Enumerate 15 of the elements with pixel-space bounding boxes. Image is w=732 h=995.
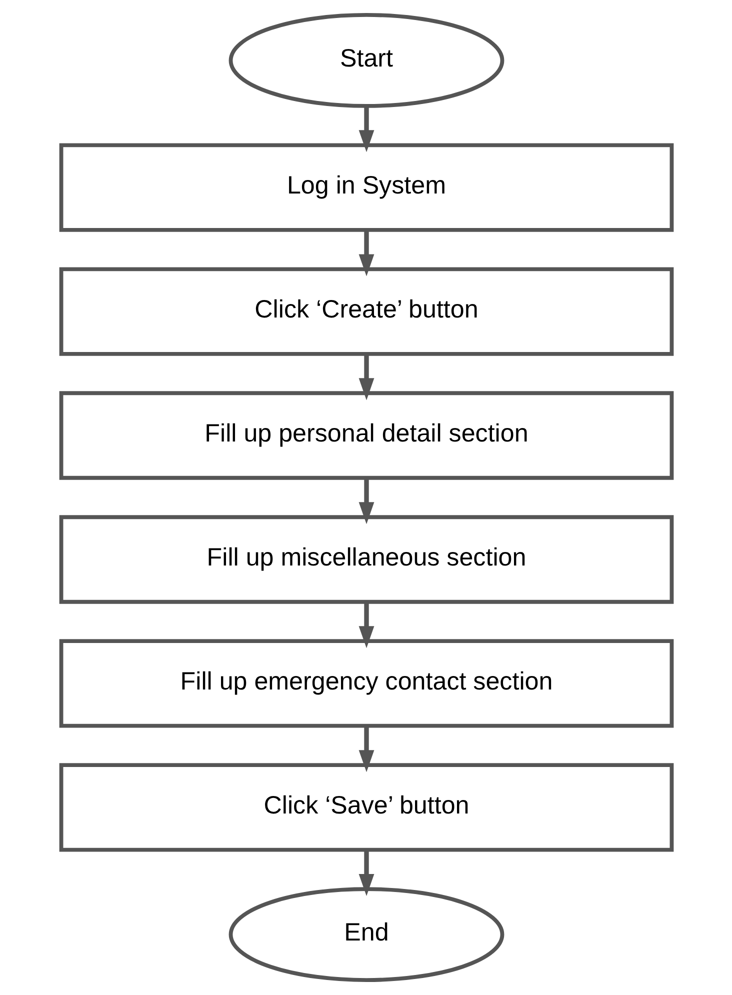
node-box: Log in System (58, 143, 674, 232)
arrow (358, 106, 374, 152)
node-ellipse: Start (228, 12, 504, 108)
arrow (358, 354, 374, 400)
arrow (358, 602, 374, 648)
node-box: Click ‘Save’ button (58, 763, 674, 852)
node-box: Fill up miscellaneous section (58, 515, 674, 604)
node-box: Click ‘Create’ button (58, 267, 674, 356)
node-ellipse: End (228, 887, 504, 982)
arrow (358, 850, 374, 896)
node-box: Fill up emergency contact section (58, 639, 674, 728)
arrow (358, 230, 374, 276)
arrow (358, 726, 374, 772)
node-box: Fill up personal detail section (58, 391, 674, 480)
arrow (358, 478, 374, 524)
